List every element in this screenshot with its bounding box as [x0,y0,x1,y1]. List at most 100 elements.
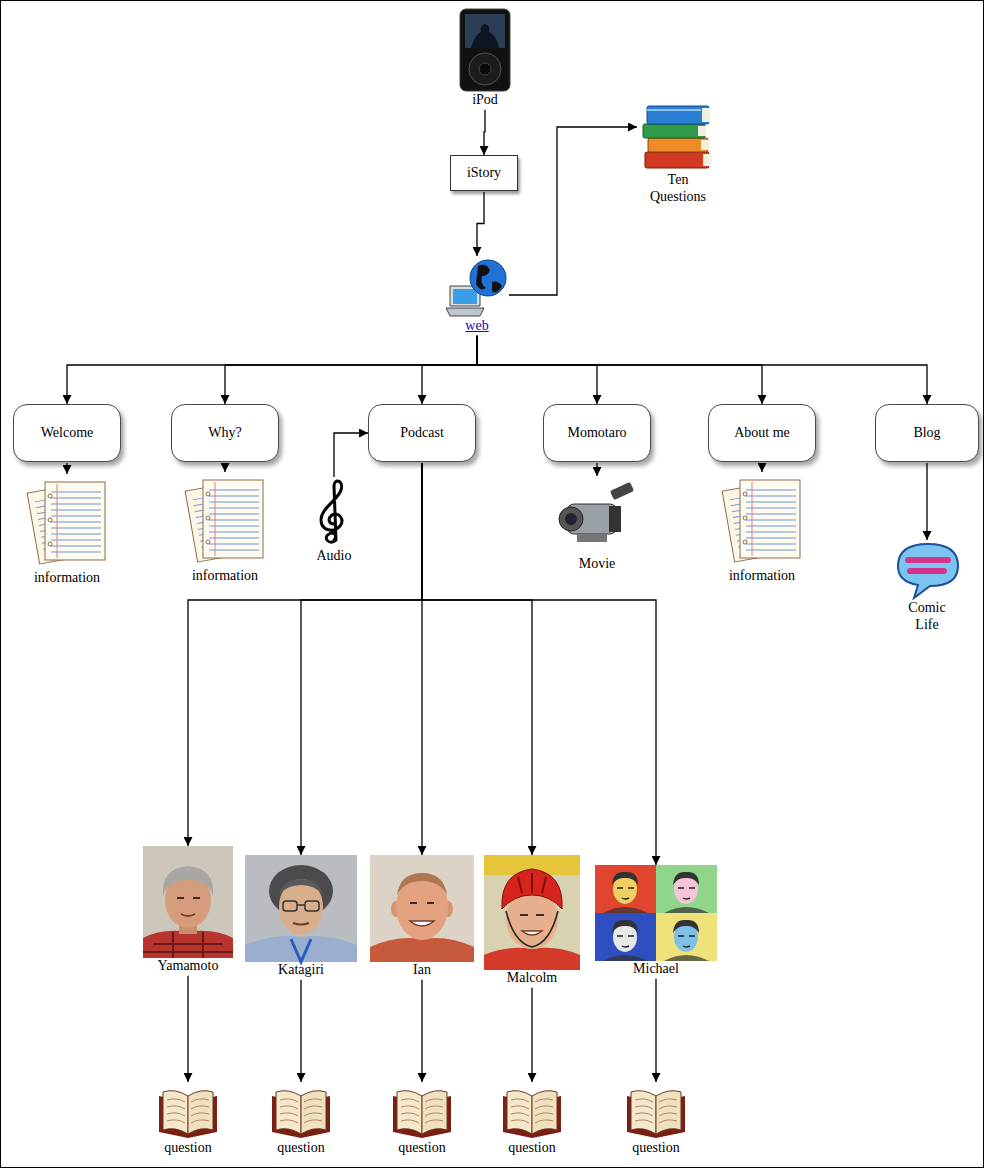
node-label: question [398,1140,445,1157]
node-label: Comic Life [905,600,949,634]
node-label: iStory [467,165,501,182]
process-box: iStory [450,155,518,191]
portrait-photo [520,914,544,916]
node-label: Katagiri [278,962,324,979]
portrait-panel [603,872,648,913]
icon-space [268,1082,334,1140]
connector-arrow [484,110,485,155]
portrait-photo [297,904,305,906]
page-box: Podcast [368,404,476,462]
connector-arrow [761,463,762,472]
node-label: Yamamoto [158,958,219,975]
node-label: Ten Questions [645,172,711,206]
portrait-photo [595,865,656,913]
camera-icon [559,482,634,542]
connector-arrow [655,979,656,1082]
icon-space [177,472,273,568]
node-label: Blog [913,425,940,442]
portrait-photo [522,931,542,935]
page-box: Welcome [13,404,121,462]
page-box: Why? [171,404,279,462]
icon-space [892,540,962,600]
icon-space [557,476,637,556]
connector-arrow [224,463,225,472]
node-label: information [192,568,258,585]
connector-arrow [334,433,368,477]
question-node: question [623,1082,689,1157]
connector-arrow [188,463,422,846]
portrait-photo [279,879,323,935]
question-node: question [389,1082,455,1157]
person-node: Michael [595,865,717,978]
portrait-photo [396,874,448,940]
node-label: question [164,1140,211,1157]
question-node: question [268,1082,334,1157]
person-node: Malcolm [484,855,580,987]
icon-space [595,865,717,961]
open-book-icon [272,1091,330,1138]
web-icon [446,260,506,316]
portrait-photo [370,855,474,962]
portrait-photo [245,855,357,962]
node-label: Michael [633,961,679,978]
question-node: question [499,1082,565,1157]
ipod-icon [460,9,510,91]
portrait-panel [603,920,648,961]
portrait-photo [163,866,213,896]
node-label: information [729,568,795,585]
open-book-icon [627,1091,685,1138]
node-label: About me [734,425,790,442]
portrait-photo [484,855,580,970]
movie-node: Movie [557,476,637,573]
portrait-photo [370,938,474,962]
open-book-icon [393,1091,451,1138]
node-label: web [465,318,488,335]
icon-space [623,1082,689,1140]
connector-arrow [225,336,477,404]
node-label: iPod [472,92,498,109]
books-icon [643,106,711,168]
audio-node: Audio [312,478,356,565]
device-node: iPod [457,8,513,109]
portrait-photo [410,921,434,926]
node-label: Ian [413,962,431,979]
portrait-photo [502,869,562,909]
connector-arrow [477,336,762,404]
page-box: Blog [875,404,979,462]
node-label: information [34,570,100,587]
node-label: question [508,1140,555,1157]
icon-space [457,8,513,92]
connector-group [67,110,927,1082]
document-icon [27,482,105,564]
connector-arrow [422,463,656,865]
icon-space [143,846,233,958]
icon-space [446,256,508,318]
icon-space [714,472,810,568]
node-label: Podcast [400,425,444,442]
document-node: information [714,472,810,585]
connector-arrow [301,463,422,855]
portrait-photo [181,914,195,916]
portrait-panel [664,920,709,961]
document-node: information [177,472,273,585]
person-node: Yamamoto [143,846,233,975]
icon-space [499,1082,565,1140]
node-label: Malcolm [507,970,558,987]
document-node: information [19,474,115,587]
icon-space [370,855,474,962]
connector-arrow [421,980,422,1082]
portrait-photo [283,901,297,911]
connector-arrow [477,336,927,404]
connector-arrow [300,980,301,1082]
node-label: question [632,1140,679,1157]
portrait-photo [370,855,474,962]
node-label: Why? [208,425,241,442]
page-box: About me [708,404,816,462]
icon-space [389,1082,455,1140]
connector-arrow [477,336,597,404]
connector-arrow [422,336,477,404]
portrait-photo [143,846,233,958]
portrait-photo [279,879,323,895]
